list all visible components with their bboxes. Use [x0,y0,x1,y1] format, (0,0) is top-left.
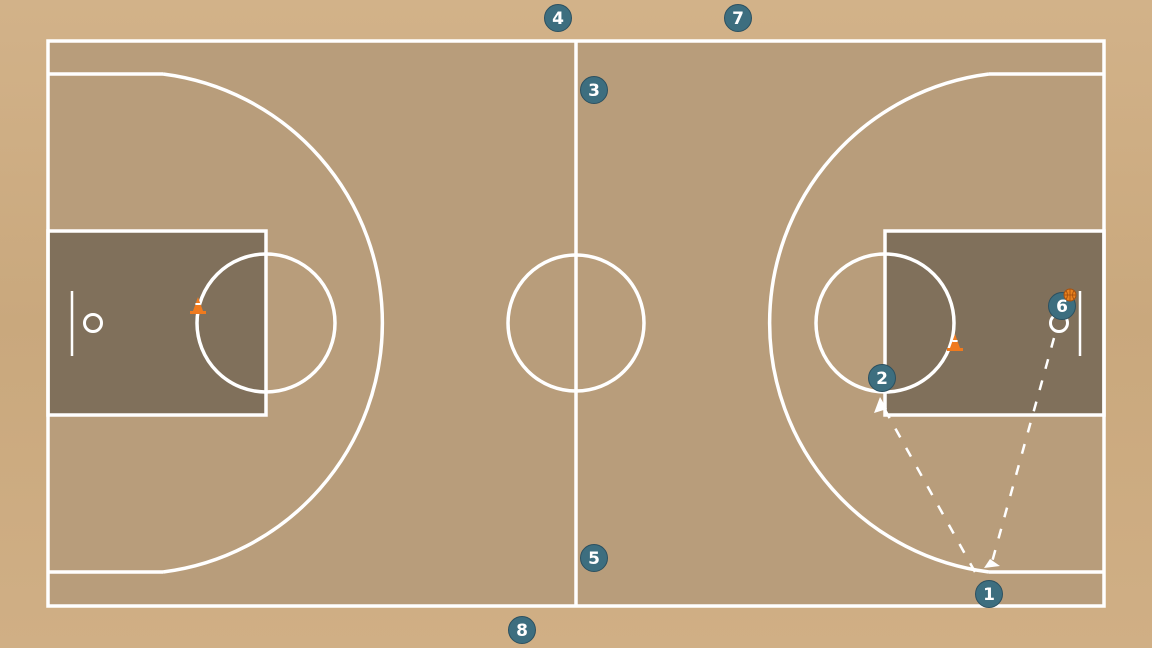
right-paint-area [885,231,1104,415]
pass-1-to-2 [874,397,977,573]
player-marker-1: 1 [975,580,1003,608]
traffic-cone-icon [947,334,963,351]
player-label-3: 3 [588,81,600,101]
right-three-point-arc [767,72,990,574]
right-free-throw-circle [814,252,956,394]
player-label-2: 2 [876,369,888,389]
player-marker-4: 4 [544,4,572,32]
pass-6-to-1-line [990,337,1056,563]
player-marker-5: 5 [580,544,608,572]
pass-1-to-2-arrowhead [874,397,887,413]
left-three-point-arc [162,72,385,574]
player-marker-3: 3 [580,76,608,104]
left-free-throw-circle [195,252,337,394]
player-label-1: 1 [983,585,995,605]
player-label-8: 8 [516,621,528,641]
player-marker-2: 2 [868,364,896,392]
basketball-icon [1063,288,1077,302]
left-hoop [83,313,103,333]
pass-1-to-2-line [882,407,977,573]
player-marker-8: 8 [508,616,536,644]
right-key-outline [883,229,1106,417]
player-marker-7: 7 [724,4,752,32]
player-label-5: 5 [588,549,600,569]
player-label-6: 6 [1056,297,1068,317]
player-label-7: 7 [732,9,744,29]
player-label-4: 4 [552,9,564,29]
traffic-cone-icon [190,297,206,314]
left-key-outline [46,229,268,417]
center-circle [506,253,646,393]
pass-6-to-1-arrowhead [984,559,1000,568]
pass-6-to-1 [984,337,1056,568]
left-paint-area [48,231,266,415]
